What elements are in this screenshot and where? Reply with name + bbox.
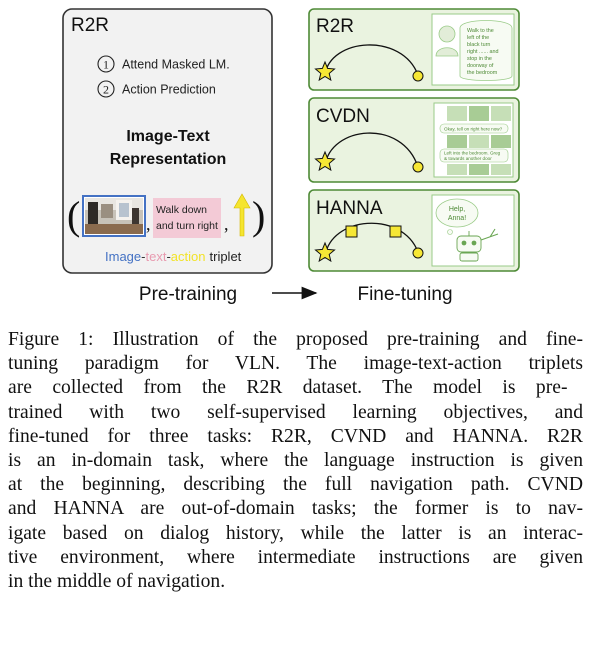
waypoint-square-icon: [389, 225, 402, 238]
caption-line: igate based on dialog history, while the…: [8, 522, 583, 544]
svg-text:left of the: left of the: [467, 35, 489, 41]
svg-text:Left into the bedroom. Greg: Left into the bedroom. Greg: [444, 151, 501, 156]
caption-line: Figure 1: Illustration of the proposed p…: [8, 329, 583, 350]
triplet-comma-1: ,: [146, 214, 151, 234]
figure-1: R2R 1 Attend Masked LM. 2 Action Predict…: [62, 8, 520, 305]
r2r-instruction-bubble: Walk to the left of the black turn right…: [431, 13, 515, 86]
svg-text:right ...... and: right ...... and: [467, 49, 498, 55]
finetune-panel-r2r: R2R Walk to the left of the black turn r…: [308, 8, 520, 91]
action-arrow-icon: [233, 193, 251, 237]
objective-attend-masked-lm: Attend Masked LM.: [122, 58, 230, 72]
start-star-icon: [314, 150, 336, 172]
svg-text:Walk to the: Walk to the: [467, 28, 494, 34]
objective-2-marker: 2: [103, 83, 109, 97]
caption-line: tive environment, where intermediate ins…: [8, 546, 583, 568]
goal-dot-icon: [412, 247, 424, 259]
svg-text:stop in the: stop in the: [467, 56, 492, 62]
svg-text:the bedroom: the bedroom: [467, 70, 498, 76]
triplet-open-paren: (: [67, 193, 80, 238]
caption-line: fine-tuned for three tasks: R2R, CVND an…: [8, 425, 583, 447]
representation-title-line2: Representation: [110, 151, 226, 168]
svg-text:Okay, tell on right here now?: Okay, tell on right here now?: [444, 127, 503, 132]
pretrain-panel-title: R2R: [71, 15, 109, 36]
finetune-hanna-title: HANNA: [316, 198, 383, 219]
caption-line: trained with two self-supervised learnin…: [8, 401, 583, 423]
caption-line: at the beginning, describing the full na…: [8, 474, 583, 496]
cvdn-dialog-history: Okay, tell on right here now? Left into …: [433, 102, 514, 178]
svg-text:Help,: Help,: [449, 206, 465, 213]
triplet-instruction: Walk down and turn right: [153, 198, 221, 238]
finetune-r2r-title: R2R: [316, 16, 354, 37]
finetune-cvdn-title: CVDN: [316, 106, 370, 127]
start-star-icon: [314, 241, 336, 263]
triplet-comma-2: ,: [224, 214, 229, 234]
goal-dot-icon: [412, 161, 424, 173]
hanna-help-bubble: Help, Anna!: [431, 194, 515, 267]
svg-text:& towards another door: & towards another door: [444, 156, 492, 161]
caption-line: in the middle of navigation.: [8, 570, 226, 592]
stage-finetuning-label: Fine-tuning: [357, 284, 452, 305]
objective-action-prediction: Action Prediction: [122, 83, 216, 97]
stage-pretraining-label: Pre-training: [139, 284, 237, 305]
start-star-icon: [314, 60, 336, 82]
representation-title-line1: Image-Text: [126, 128, 210, 145]
triplet-instruction-line1: Walk down: [156, 204, 207, 216]
waypoint-square-icon: [345, 225, 358, 238]
finetune-panel-cvdn: CVDN Okay, tell on right here now? Left …: [308, 97, 520, 183]
caption-line: tuning paradigm for VLN. The image-text-…: [8, 353, 583, 375]
robot-icon: [456, 228, 499, 262]
room-photo: [82, 195, 146, 237]
goal-dot-icon: [412, 70, 424, 82]
svg-text:doorway of: doorway of: [467, 63, 494, 69]
figure-caption: Figure 1: Illustration of the proposed p…: [8, 328, 583, 594]
pretrain-panel: R2R 1 Attend Masked LM. 2 Action Predict…: [62, 8, 273, 274]
svg-text:black turn: black turn: [467, 42, 490, 48]
triplet-close-paren: ): [252, 193, 265, 238]
finetune-panel-hanna: HANNA Help, Anna!: [308, 189, 520, 272]
objective-1-marker: 1: [103, 58, 109, 72]
svg-text:Anna!: Anna!: [448, 215, 466, 222]
triplet-instruction-line2: and turn right: [156, 220, 218, 232]
caption-line: is an in-domain task, where the language…: [8, 449, 583, 471]
caption-line: are collected from the R2R dataset. The …: [8, 377, 568, 399]
caption-line: and HANNA are out-of-domain tasks; the f…: [8, 498, 583, 520]
